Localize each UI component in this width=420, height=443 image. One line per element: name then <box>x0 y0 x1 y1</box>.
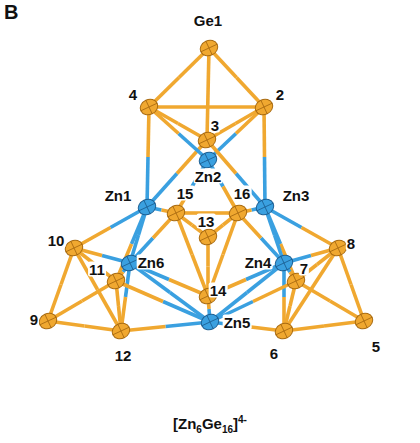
atom-ellipsoid <box>199 311 222 332</box>
principal-axes <box>254 196 277 217</box>
atom <box>37 310 60 331</box>
atom <box>273 320 296 341</box>
atom <box>138 96 161 117</box>
principal-axes <box>273 252 296 273</box>
atom-ellipsoid <box>254 196 277 217</box>
principal-axes <box>197 149 220 170</box>
atom <box>63 237 86 258</box>
principal-axes <box>110 320 133 341</box>
atom-label: Zn4 <box>244 255 273 270</box>
atom-label: Ge1 <box>193 13 223 28</box>
atom-label: 6 <box>269 346 279 361</box>
atom-ellipsoid <box>110 320 133 341</box>
atom-ellipsoid <box>353 310 376 331</box>
atom <box>199 311 222 332</box>
atom-ellipsoid <box>196 129 219 150</box>
atom <box>196 129 219 150</box>
atom-label: 3 <box>210 118 220 133</box>
principal-axes <box>227 202 250 223</box>
atom-ellipsoid <box>105 270 128 291</box>
atom-label: 8 <box>346 236 356 251</box>
formula-caption: [Zn6Ge16]4- <box>173 414 247 435</box>
atom-label: 9 <box>29 312 39 327</box>
atom <box>254 196 277 217</box>
atom-label: 12 <box>114 348 133 363</box>
atom <box>273 252 296 273</box>
principal-axes <box>197 226 220 247</box>
principal-axes <box>37 310 60 331</box>
atom <box>110 320 133 341</box>
atom-label: 10 <box>47 233 66 248</box>
atom-label: 14 <box>209 283 228 298</box>
atom-ellipsoid <box>273 320 296 341</box>
atom <box>105 270 128 291</box>
atom-ellipsoid <box>37 310 60 331</box>
atom <box>253 96 276 117</box>
atom <box>136 196 159 217</box>
principal-axes <box>253 96 276 117</box>
principal-axes <box>198 37 221 58</box>
atom-ellipsoid <box>227 202 250 223</box>
principal-axes <box>273 320 296 341</box>
panel-letter: B <box>3 2 19 22</box>
atom <box>353 310 376 331</box>
atom-ellipsoid <box>273 252 296 273</box>
atom-label: 15 <box>176 186 195 201</box>
atom-label: 11 <box>88 262 106 277</box>
principal-axes <box>105 270 128 291</box>
atom-ellipsoid <box>165 202 188 223</box>
atom-label: Zn2 <box>194 169 223 184</box>
principal-axes <box>138 96 161 117</box>
atom-label: 4 <box>128 87 138 102</box>
atom <box>165 202 188 223</box>
atom-ellipsoid <box>253 96 276 117</box>
principal-axes <box>136 196 159 217</box>
atom-label: Zn5 <box>223 315 252 330</box>
atom-label: Zn6 <box>137 255 166 270</box>
atom-label: 2 <box>275 87 285 102</box>
atom-ellipsoid <box>198 37 221 58</box>
atom-ellipsoid <box>197 149 220 170</box>
atom-label: 7 <box>299 261 309 276</box>
atom-ellipsoid <box>138 96 161 117</box>
atom <box>197 149 220 170</box>
atom <box>197 226 220 247</box>
principal-axes <box>165 202 188 223</box>
atom-ellipsoid <box>197 226 220 247</box>
atom-label: Zn3 <box>282 188 311 203</box>
atom-label: 5 <box>371 339 381 354</box>
atom-label: Zn1 <box>104 188 133 203</box>
atom <box>227 202 250 223</box>
atom-label: 16 <box>233 186 252 201</box>
principal-axes <box>353 310 376 331</box>
atom-ellipsoid <box>136 196 159 217</box>
principal-axes <box>196 129 219 150</box>
principal-axes <box>63 237 86 258</box>
principal-axes <box>199 311 222 332</box>
atom <box>198 37 221 58</box>
atom-ellipsoid <box>63 237 86 258</box>
atom-label: 13 <box>197 214 216 229</box>
